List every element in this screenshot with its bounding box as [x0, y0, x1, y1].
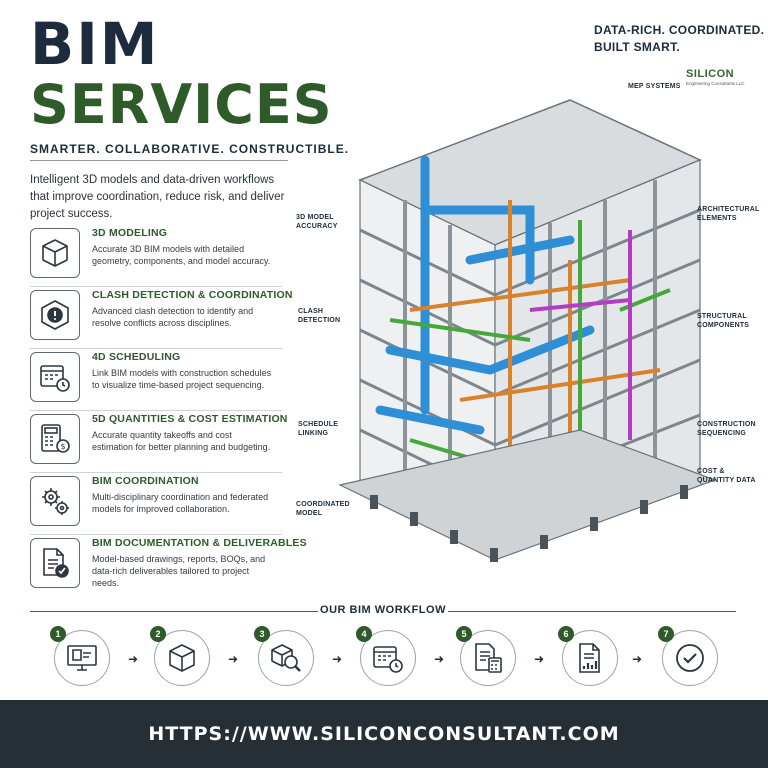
step-number: 4 [356, 626, 372, 642]
workflow-divider-left [30, 611, 318, 612]
step-number: 7 [658, 626, 674, 642]
document-check-icon [30, 538, 80, 588]
tagline-divider [30, 160, 288, 161]
services-list: 3D MODELING Accurate 3D BIM models with … [30, 225, 307, 597]
logo-subtitle: Engineering Consultants LLC [686, 81, 745, 86]
service-desc: Accurate 3D BIM models with detailed geo… [92, 244, 271, 266]
headline-line2: BUILT SMART. [594, 40, 681, 54]
magenta-pipes [529, 230, 632, 440]
service-title: CLASH DETECTION & COORDINATION [92, 289, 293, 301]
arrow-right-icon: ➜ [228, 652, 239, 666]
clash-alert-icon [30, 290, 80, 340]
workflow-step-6: 6 [558, 626, 622, 686]
workflow-step-5: 5 [456, 626, 520, 686]
headline: DATA-RICH. COORDINATED. BUILT SMART. [594, 22, 764, 56]
callout-schedule: SCHEDULE LINKING [298, 421, 339, 437]
title-bim: BIM [30, 10, 160, 78]
service-title: BIM DOCUMENTATION & DELIVERABLES [92, 537, 307, 549]
callout-structural: STRUCTURAL COMPONENTS [697, 313, 750, 329]
tagline: SMARTER. COLLABORATIVE. CONSTRUCTIBLE. [30, 142, 350, 156]
workflow-step-4: 4 [356, 626, 420, 686]
service-bim-coordination: BIM COORDINATION Multi-disciplinary coor… [30, 473, 282, 535]
service-3d-modeling: 3D MODELING Accurate 3D BIM models with … [30, 225, 282, 287]
callout-mep: MEP SYSTEMS [628, 83, 681, 90]
step-number: 1 [50, 626, 66, 642]
title-services: SERVICES [30, 73, 333, 136]
foundation-slab [338, 429, 717, 561]
callout-model-accuracy: 3D MODEL ACCURACY [296, 214, 338, 230]
headline-line1: DATA-RICH. COORDINATED. [594, 23, 765, 37]
step-number: 2 [150, 626, 166, 642]
callout-coordinated: COORDINATED MODEL [296, 501, 350, 517]
callout-sequencing: CONSTRUCTION SEQUENCING [697, 421, 756, 437]
intro-text: Intelligent 3D models and data-driven wo… [30, 174, 285, 220]
workflow-title: OUR BIM WORKFLOW [320, 604, 446, 616]
workflow-step-3: 3 [254, 626, 318, 686]
arrow-right-icon: ➜ [332, 652, 343, 666]
callout-cost: COST & QUANTITY DATA [697, 468, 756, 484]
workflow-step-1: 1 [50, 626, 114, 686]
service-desc: Advanced clash detection to identify and… [92, 306, 254, 328]
workflow-step-2: 2 [150, 626, 214, 686]
service-title: 5D QUANTITIES & COST ESTIMATION [92, 413, 288, 425]
service-title: 3D MODELING [92, 227, 168, 239]
arrow-right-icon: ➜ [534, 652, 545, 666]
arrow-right-icon: ➜ [128, 652, 139, 666]
logo-wordmark: SILICON [686, 68, 735, 80]
footer-bar: HTTPS://WWW.SILICONCONSULTANT.COM [0, 700, 768, 768]
company-logo: SILICON Engineering Consultants LLC [686, 68, 745, 86]
foundation-piles [370, 485, 688, 562]
workflow-steps: 1 ➜ 2 ➜ 3 ➜ 4 ➜ 5 ➜ 6 ➜ 7 [40, 626, 740, 692]
service-title: BIM COORDINATION [92, 475, 199, 487]
callout-architectural: ARCHITECTURAL ELEMENTS [697, 206, 760, 222]
service-5d-cost: $ 5D QUANTITIES & COST ESTIMATION Accura… [30, 411, 287, 473]
service-desc: Multi-disciplinary coordination and fede… [92, 492, 269, 514]
building-model-illustration [338, 99, 717, 562]
website-link[interactable]: HTTPS://WWW.SILICONCONSULTANT.COM [148, 723, 620, 745]
service-clash-detection: CLASH DETECTION & COORDINATION Advanced … [30, 287, 292, 349]
step-number: 3 [254, 626, 270, 642]
gears-icon [30, 476, 80, 526]
service-4d-scheduling: 4D SCHEDULING Link BIM models with const… [30, 349, 282, 411]
monitor-plan-icon [54, 630, 110, 686]
service-bim-documentation: BIM DOCUMENTATION & DELIVERABLES Model-b… [30, 535, 307, 597]
arrow-right-icon: ➜ [434, 652, 445, 666]
step-number: 6 [558, 626, 574, 642]
service-desc: Model-based drawings, reports, BOQs, and… [92, 554, 266, 588]
service-desc: Accurate quantity takeoffs and cost esti… [92, 430, 271, 452]
step-number: 5 [456, 626, 472, 642]
arrow-right-icon: ➜ [632, 652, 643, 666]
service-desc: Link BIM models with construction schedu… [92, 368, 272, 390]
calendar-clock-icon [30, 352, 80, 402]
callout-clash: CLASH DETECTION [298, 308, 341, 324]
workflow-step-7: 7 [658, 626, 722, 686]
svg-text:$: $ [60, 442, 65, 451]
service-title: 4D SCHEDULING [92, 351, 181, 363]
hvac-ducts [375, 155, 595, 435]
calculator-dollar-icon: $ [30, 414, 80, 464]
cube-icon [30, 228, 80, 278]
workflow-divider-right [448, 611, 736, 612]
